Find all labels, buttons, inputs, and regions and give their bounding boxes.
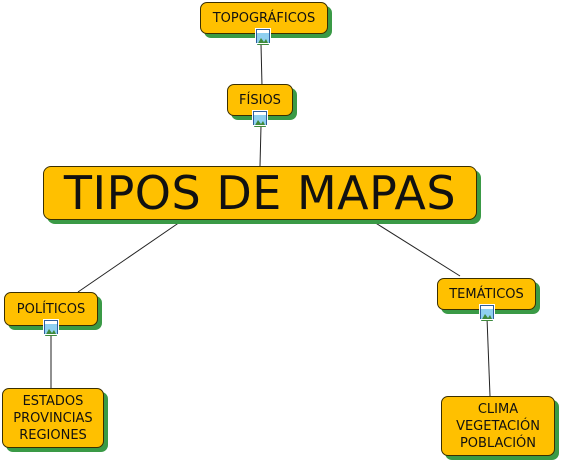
node-politicos-subtypes[interactable]: ESTADOS PROVINCIAS REGIONES xyxy=(2,388,104,448)
image-resource-icon-politicos[interactable] xyxy=(43,319,59,336)
connector-main-tematicos xyxy=(373,221,461,277)
connector-tematicos-sub xyxy=(486,317,491,397)
node-tematicos-subtypes[interactable]: CLIMA VEGETACIÓN POBLACIÓN xyxy=(441,396,555,456)
connector-fisios-main xyxy=(259,125,262,167)
node-fisios[interactable]: FÍSIOS xyxy=(227,84,293,116)
connector-topograficos-fisios xyxy=(260,43,263,87)
connector-main-politicos xyxy=(77,221,181,293)
node-tematicos[interactable]: TEMÁTICOS xyxy=(437,278,536,310)
image-resource-icon-tematicos[interactable] xyxy=(479,304,495,321)
image-resource-icon-topograficos[interactable] xyxy=(255,28,271,45)
node-tipos-de-mapas[interactable]: TIPOS DE MAPAS xyxy=(43,166,477,220)
image-resource-icon-fisios[interactable] xyxy=(252,110,268,127)
